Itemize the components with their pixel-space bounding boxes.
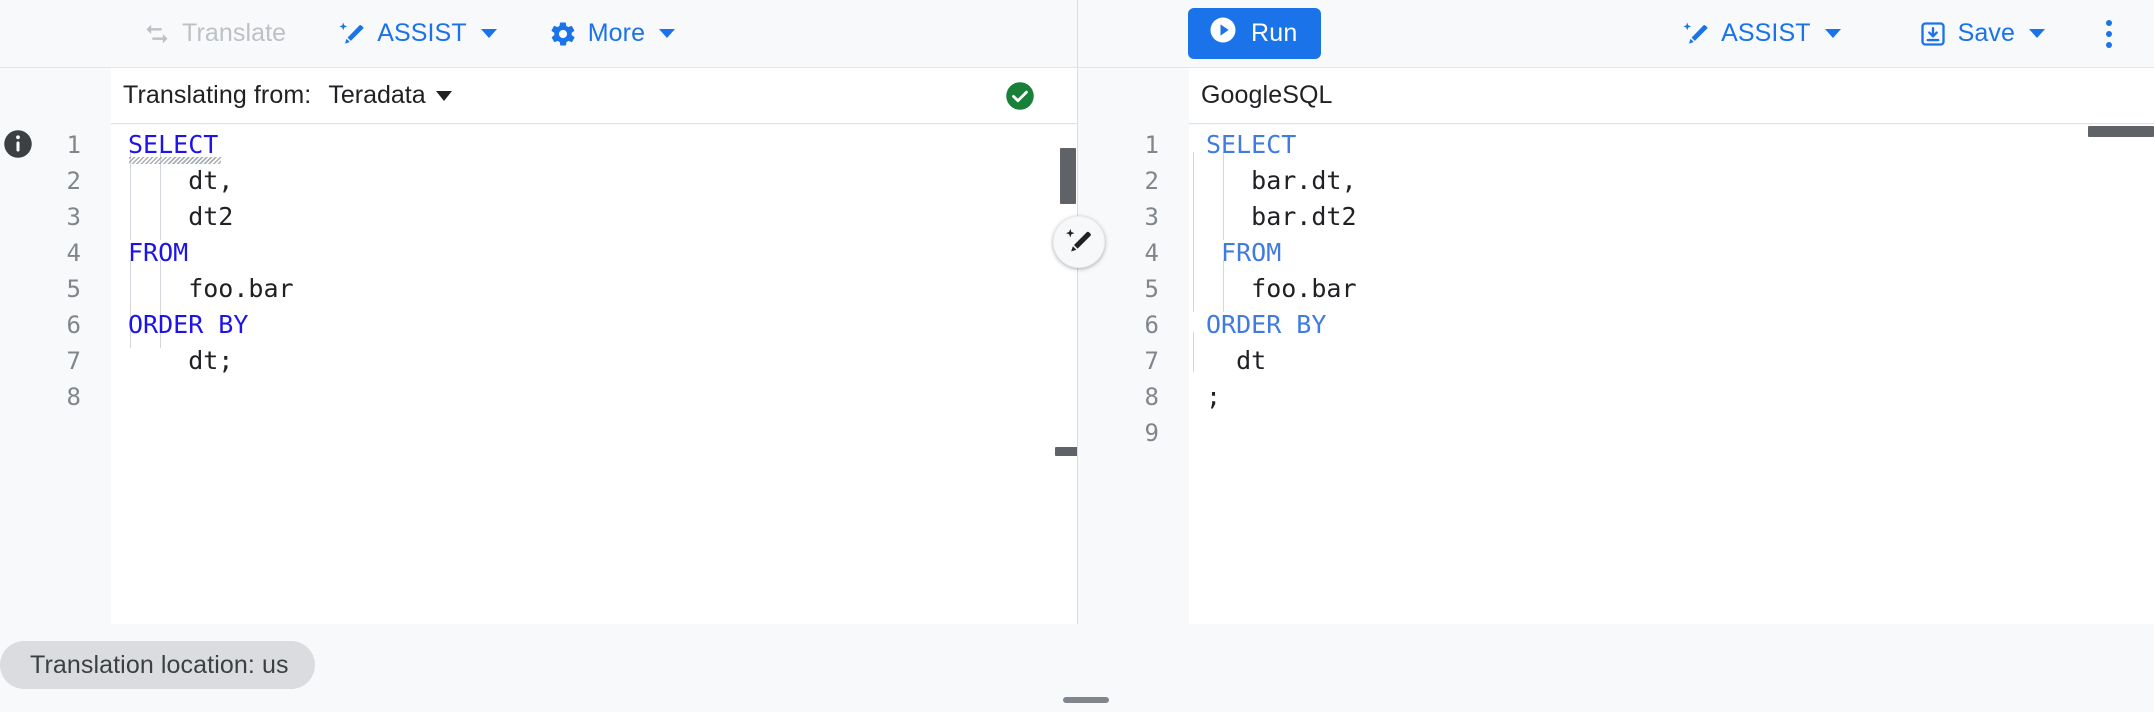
code-token: dt <box>1206 346 1267 375</box>
swap-horizontal-icon <box>143 20 171 48</box>
code-token: ; <box>1206 382 1222 411</box>
line-number: 7 <box>66 347 81 375</box>
line-number: 6 <box>66 311 81 339</box>
line-number: 3 <box>1144 203 1159 231</box>
save-download-icon <box>1919 20 1947 48</box>
run-button[interactable]: Run <box>1188 8 1322 59</box>
source-horizontal-scrollbar[interactable] <box>1055 447 1077 456</box>
chevron-down-icon <box>435 90 452 101</box>
target-code-editor[interactable]: SELECT bar.dt, bar.dt2 FROM foo.bar ORDE… <box>1189 125 2154 624</box>
code-token: dt; <box>128 346 234 375</box>
target-horizontal-scrollbar[interactable] <box>2088 126 2154 137</box>
code-token: dt, <box>128 166 234 195</box>
source-code-content: SELECT dt, dt2 FROM foo.bar ORDER BY dt; <box>111 125 1077 624</box>
line-number: 4 <box>66 239 81 267</box>
target-toolbar: Run ASSIST <box>1078 0 2154 67</box>
code-token: FROM <box>1206 238 1282 267</box>
line-number: 1 <box>1144 131 1159 159</box>
check-circle-icon <box>1005 81 1035 111</box>
save-label: Save <box>1957 19 2015 47</box>
line-number: 8 <box>1144 383 1159 411</box>
target-gutter: 1 2 3 4 5 6 7 8 9 <box>1079 125 1189 624</box>
target-dialect-label: GoogleSQL <box>1201 81 1333 109</box>
source-panel: Translating from: Teradata <box>0 68 1078 624</box>
code-token: foo.bar <box>1206 274 1357 303</box>
line-number: 5 <box>1144 275 1159 303</box>
line-number: 1 <box>66 131 81 159</box>
chevron-down-icon <box>1824 29 1841 38</box>
source-toolbar: Translate ASSIST <box>0 0 1078 67</box>
source-dialect-value: Teradata <box>328 81 426 109</box>
chevron-down-icon <box>659 29 676 38</box>
resize-handle[interactable] <box>1063 697 1109 703</box>
chevron-down-icon <box>480 29 497 38</box>
source-vertical-scrollbar[interactable] <box>1060 148 1076 204</box>
code-token: dt2 <box>128 202 234 231</box>
translate-button[interactable]: Translate <box>130 12 299 56</box>
assist-button-right[interactable]: ASSIST <box>1669 12 1854 56</box>
kebab-menu-icon[interactable] <box>2086 11 2132 57</box>
line-number: 2 <box>66 167 81 195</box>
target-panel-header: GoogleSQL <box>1189 68 2154 124</box>
line-number: 5 <box>66 275 81 303</box>
info-icon[interactable] <box>3 129 33 159</box>
editor-panels: Translating from: Teradata <box>0 68 2154 624</box>
chevron-down-icon <box>2029 29 2045 38</box>
code-token: bar.dt2 <box>1206 202 1357 231</box>
target-code-content: SELECT bar.dt, bar.dt2 FROM foo.bar ORDE… <box>1189 125 2154 624</box>
translation-location-chip: Translation location: us <box>0 641 315 689</box>
translating-from-label: Translating from: <box>123 81 312 109</box>
line-number: 2 <box>1144 167 1159 195</box>
magic-edit-button[interactable] <box>1053 216 1105 268</box>
line-number: 3 <box>66 203 81 231</box>
top-toolbar: Translate ASSIST <box>0 0 2154 68</box>
line-number: 8 <box>66 383 81 411</box>
code-token: SELECT <box>128 130 219 159</box>
magic-wand-icon <box>338 20 366 48</box>
line-number: 6 <box>1144 311 1159 339</box>
code-token: ORDER BY <box>128 310 249 339</box>
code-token: bar.dt, <box>1206 166 1357 195</box>
save-button[interactable]: Save <box>1906 12 2058 56</box>
magic-pencil-icon <box>1064 226 1094 259</box>
translate-label: Translate <box>182 19 287 47</box>
source-gutter: 1 2 3 4 5 6 7 8 <box>0 125 111 624</box>
assist-label-right: ASSIST <box>1721 19 1811 47</box>
play-circle-icon <box>1208 15 1238 52</box>
assist-button-left[interactable]: ASSIST <box>325 12 510 56</box>
target-panel: GoogleSQL 1 2 3 4 5 6 7 8 9 SELECT <box>1079 68 2154 624</box>
source-code-editor[interactable]: SELECT dt, dt2 FROM foo.bar ORDER BY dt; <box>111 125 1077 624</box>
code-token: foo.bar <box>128 274 294 303</box>
code-token: SELECT <box>1206 130 1297 159</box>
magic-wand-icon <box>1682 20 1710 48</box>
assist-label-left: ASSIST <box>377 19 467 47</box>
code-token: ORDER BY <box>1206 310 1327 339</box>
source-dialect-select[interactable]: Teradata <box>328 81 452 110</box>
run-label: Run <box>1251 19 1298 47</box>
line-number: 9 <box>1144 419 1159 447</box>
source-panel-header: Translating from: Teradata <box>111 68 1077 124</box>
line-number: 7 <box>1144 347 1159 375</box>
more-button[interactable]: More <box>536 12 688 56</box>
more-label: More <box>587 19 646 47</box>
line-number: 4 <box>1144 239 1159 267</box>
gear-icon <box>549 20 577 48</box>
code-token: FROM <box>128 238 189 267</box>
